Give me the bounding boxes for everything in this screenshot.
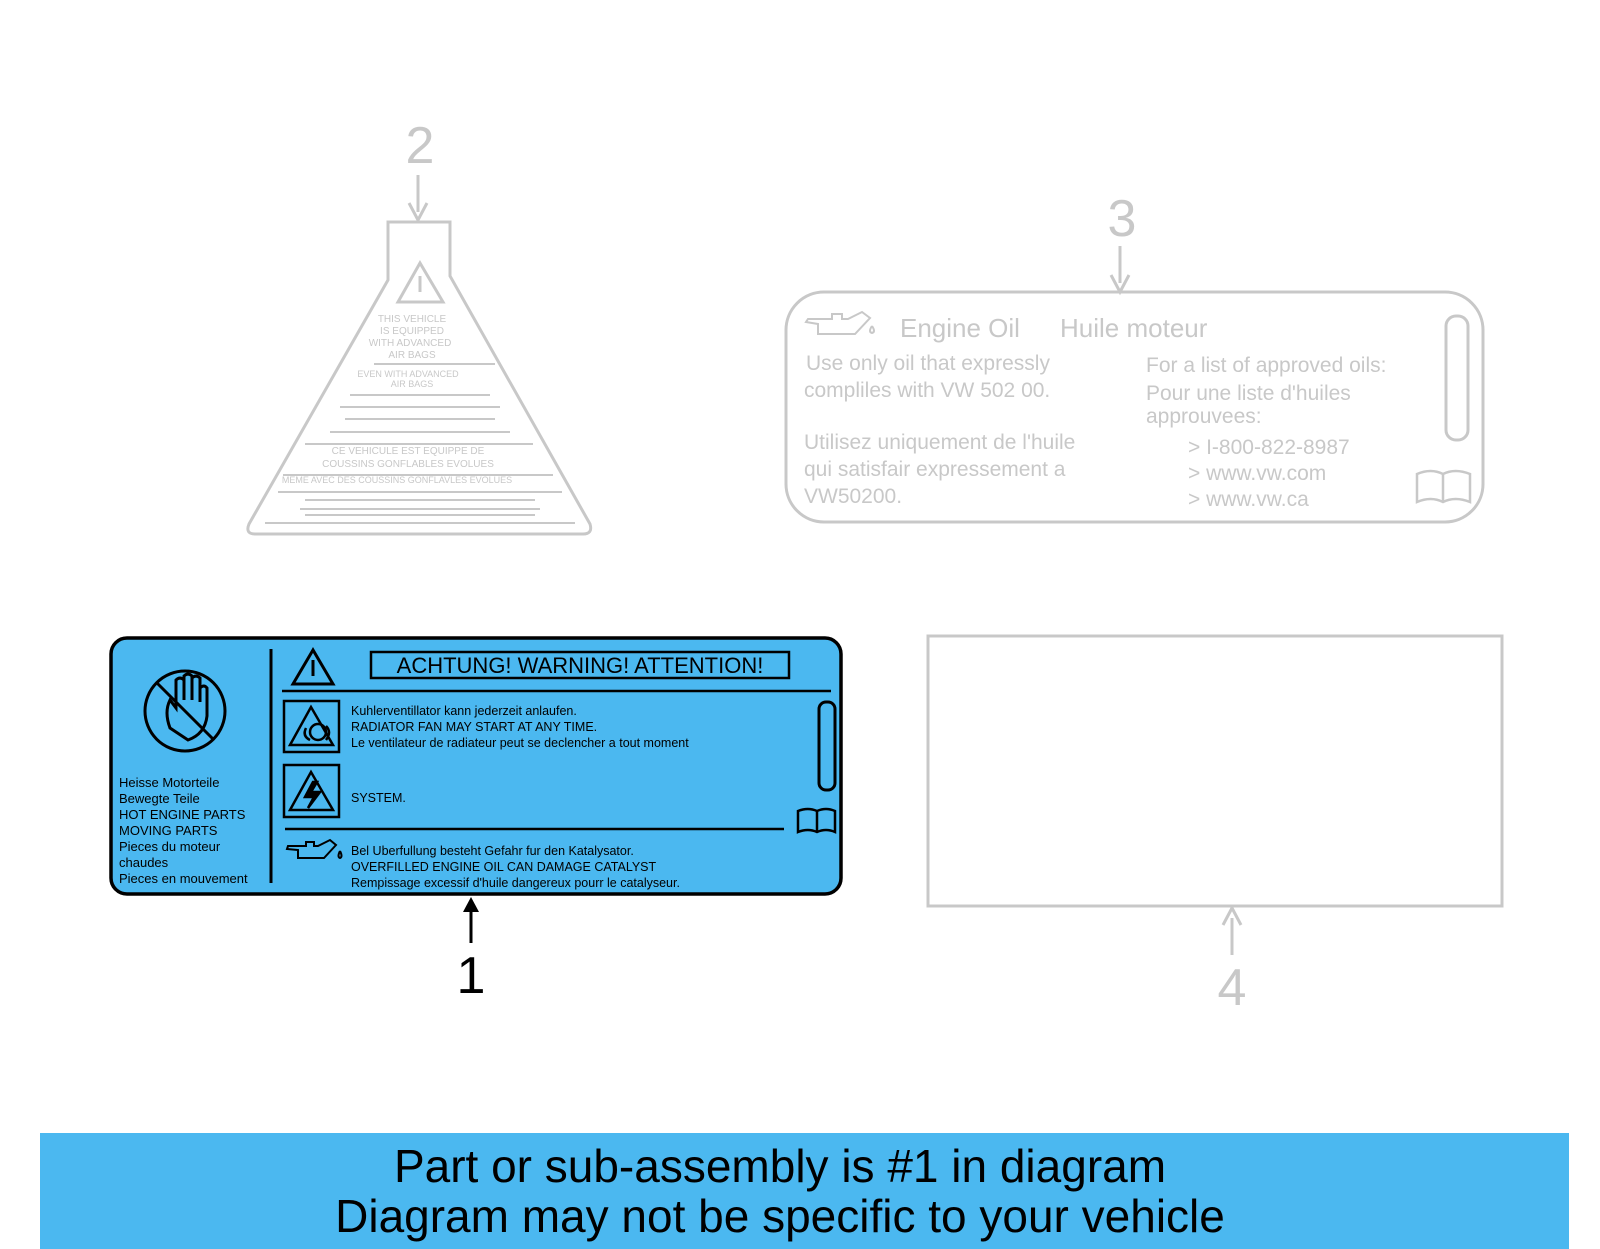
triangle-warning-icon: [395, 259, 446, 304]
oil-label-manual-icon: [1415, 469, 1472, 504]
oil-can-icon: [804, 310, 875, 335]
oil-title-fr: Huile moteur: [1060, 313, 1208, 343]
electrical-hazard-icon: [282, 763, 341, 819]
fan-line-2: RADIATOR FAN MAY START AT ANY TIME.: [351, 720, 597, 734]
oil-label-slot: [1444, 314, 1470, 442]
callout-3: 3: [1108, 190, 1137, 248]
airbag-line-1: THIS VEHICLE: [378, 314, 447, 325]
oil-right-line-2: Pour une liste d'huiles: [1146, 382, 1351, 405]
hot-parts-line-1: Heisse Motorteile: [119, 775, 219, 790]
oil-can-icon: [285, 838, 343, 860]
airbag-line-8: COUSSINS GONFLABLES EVOLUES: [322, 459, 494, 470]
manual-book-icon: [796, 807, 837, 834]
oil-warning-line-2: OVERFILLED ENGINE OIL CAN DAMAGE CATALYS…: [351, 860, 657, 874]
airbag-line-6: AIR BAGS: [391, 379, 434, 389]
oil-left-line-5: VW50200.: [804, 485, 902, 508]
oil-warning-line-3: Rempissage excessif d'huile dangereux po…: [351, 876, 680, 890]
oil-left-line-1: Use only oil that expressly: [806, 352, 1050, 375]
oil-label-outline: [784, 290, 1485, 524]
fan-line-1: Kuhlerventillator kann jederzeit anlaufe…: [351, 704, 577, 718]
system-text: SYSTEM.: [351, 791, 406, 805]
oil-url-com: > www.vw.com: [1188, 462, 1326, 485]
no-touch-hand-icon: [143, 669, 227, 753]
oil-title-en: Engine Oil: [900, 313, 1020, 343]
part-2-airbag-label: 2 THIS VEHICLE IS EQUIPPED WITH ADVANCED…: [246, 117, 593, 536]
hot-parts-line-6: chaudes: [119, 855, 169, 870]
airbag-line-2: IS EQUIPPED: [380, 326, 444, 337]
airbag-line-4: AIR BAGS: [388, 350, 436, 361]
hot-parts-line-2: Bewegte Teile: [119, 791, 200, 806]
airbag-line-5: EVEN WITH ADVANCED: [357, 369, 459, 379]
airbag-line-3: WITH ADVANCED: [369, 338, 452, 349]
warning-label-slot: [817, 700, 837, 792]
oil-left-line-4: qui satisfair expressement a: [804, 458, 1066, 481]
fan-line-3: Le ventilateur de radiateur peut se decl…: [351, 736, 689, 750]
oil-warning-line-1: Bel Uberfullung besteht Gefahr fur den K…: [351, 844, 634, 858]
warning-header: ACHTUNG! WARNING! ATTENTION!: [397, 653, 764, 678]
airbag-line-7: CE VEHICULE EST EQUIPPE DE: [332, 446, 485, 457]
banner-line-2: Diagram may not be specific to your vehi…: [335, 1190, 1225, 1242]
callout-4: 4: [1218, 959, 1247, 1017]
oil-left-line-3: Utilisez uniquement de l'huile: [804, 431, 1075, 454]
oil-url-ca: > www.vw.ca: [1188, 488, 1309, 511]
blank-label-outline: [926, 634, 1504, 908]
warning-triangle-icon: [290, 647, 336, 686]
callout-2: 2: [406, 117, 435, 175]
hot-parts-line-5: Pieces du moteur: [119, 839, 221, 854]
callout-2-arrowhead: [407, 202, 429, 224]
warning-header-box: [369, 650, 791, 680]
airbag-line-9: MEME AVEC DES COUSSINS GONFLAVLES EVOLUE…: [282, 475, 512, 485]
hot-parts-line-3: HOT ENGINE PARTS: [119, 807, 246, 822]
part-4-blank-label: 4: [926, 634, 1504, 1017]
hot-parts-line-4: MOVING PARTS: [119, 823, 218, 838]
oil-right-line-1: For a list of approved oils:: [1146, 354, 1386, 377]
hot-parts-line-7: Pieces en mouvement: [119, 871, 248, 886]
callout-1-arrowhead: [463, 897, 479, 912]
fan-hazard-icon: [282, 699, 341, 754]
triangle-outline: [246, 220, 593, 536]
oil-right-line-3: approuvees:: [1146, 405, 1262, 428]
callout-4-arrowhead: [1221, 904, 1243, 926]
part-1-warning-label[interactable]: Heisse Motorteile Bewegte Teile HOT ENGI…: [109, 636, 843, 1005]
callout-1[interactable]: 1: [457, 947, 486, 1005]
diagram-note-banner: Part or sub-assembly is #1 in diagram Di…: [40, 1133, 1569, 1249]
oil-left-line-2: compliles with VW 502 00.: [804, 379, 1050, 402]
banner-line-1: Part or sub-assembly is #1 in diagram: [393, 1140, 1167, 1192]
part-3-engine-oil-label: 3 Engine Oil Huile moteur Use only oil t…: [784, 190, 1485, 524]
oil-phone: > I-800-822-8987: [1188, 436, 1350, 459]
